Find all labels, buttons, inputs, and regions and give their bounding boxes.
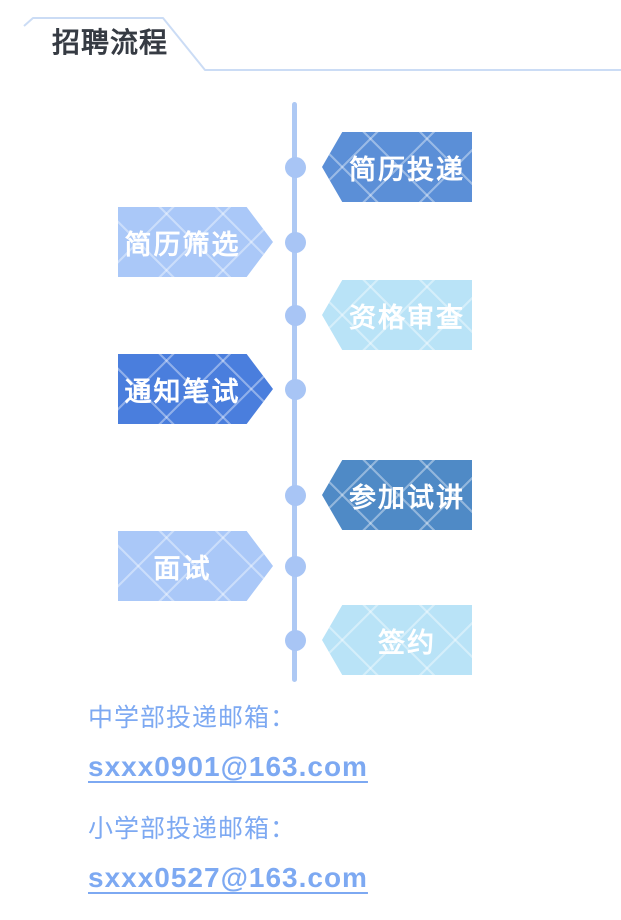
flow-step-label: 签约: [378, 627, 436, 658]
timeline-dot: [285, 630, 306, 651]
timeline-dot: [285, 305, 306, 326]
flow-step-label: 简历筛选: [124, 229, 241, 260]
flow-step: 面试: [118, 531, 273, 601]
timeline-dot: [285, 485, 306, 506]
timeline-dot: [285, 379, 306, 400]
flow-step: 签约: [322, 605, 472, 675]
header-divider-path: [23, 17, 621, 71]
flow-step: 资格审查: [322, 280, 472, 350]
middle-school-email-label: 中学部投递邮箱：: [88, 704, 297, 732]
flow-step-label: 通知笔试: [124, 376, 241, 407]
flow-step: 通知笔试: [118, 354, 273, 424]
middle-school-email-link[interactable]: sxxx0901@163.com: [88, 751, 368, 782]
flow-step: 参加试讲: [322, 460, 472, 530]
primary-school-email-label: 小学部投递邮箱：: [88, 815, 297, 843]
flow-step-label: 简历投递: [349, 154, 465, 185]
flow-step-label: 资格审查: [349, 302, 465, 333]
timeline-dot: [285, 556, 306, 577]
flow-step: 简历投递: [322, 132, 472, 202]
timeline-dot: [285, 157, 306, 178]
flow-step-label: 面试: [153, 553, 212, 584]
flow-step: 简历筛选: [118, 207, 273, 277]
primary-school-email-link[interactable]: sxxx0527@163.com: [88, 862, 368, 893]
flow-step-label: 参加试讲: [349, 482, 465, 513]
header-divider: [23, 17, 621, 71]
timeline-dot: [285, 232, 306, 253]
page-title: 招聘流程: [52, 27, 169, 58]
